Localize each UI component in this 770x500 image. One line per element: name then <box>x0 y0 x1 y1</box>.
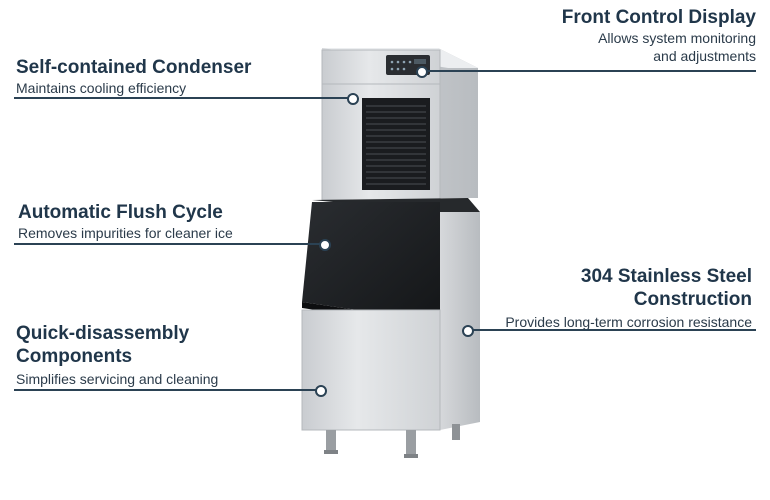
pointer-dot-front-control <box>416 66 428 78</box>
pointer-dot-stainless <box>462 325 474 337</box>
ice-machine-image <box>301 48 480 458</box>
callout-front-control: Front Control Display Allows system moni… <box>496 6 756 65</box>
pointer-dot-condenser <box>347 93 359 105</box>
callout-title-line2: Construction <box>633 289 752 310</box>
callout-title-line2: Components <box>16 346 133 367</box>
pointer-line-condenser <box>14 97 352 99</box>
callout-title: Front Control Display <box>561 7 756 28</box>
pointer-line-stainless <box>470 329 756 331</box>
pointer-line-flush <box>14 243 324 245</box>
callout-desc: Simplifies servicing and cleaning <box>16 371 219 387</box>
callout-title: Self-contained Condenser <box>16 57 252 78</box>
callout-title: Automatic Flush Cycle <box>18 202 223 223</box>
pointer-dot-flush <box>319 239 331 251</box>
callout-flush: Automatic Flush Cycle Removes impurities… <box>18 201 298 242</box>
pointer-line-front-control <box>424 70 756 72</box>
callout-title-line1: 304 Stainless Steel <box>580 266 752 287</box>
callout-desc: Removes impurities for cleaner ice <box>18 225 233 241</box>
callout-condenser: Self-contained Condenser Maintains cooli… <box>16 56 296 97</box>
callout-title-line1: Quick-disassembly <box>16 323 190 344</box>
callout-desc-line2: and adjustments <box>653 48 756 64</box>
callout-desc: Maintains cooling efficiency <box>16 80 187 96</box>
pointer-dot-disassembly <box>315 385 327 397</box>
callout-stainless: 304 Stainless Steel Construction Provide… <box>452 265 752 331</box>
pointer-line-disassembly <box>14 389 320 391</box>
callout-desc-line1: Allows system monitoring <box>598 30 756 46</box>
callout-disassembly: Quick-disassembly Components Simplifies … <box>16 322 296 388</box>
callout-desc: Provides long-term corrosion resistance <box>505 314 752 330</box>
